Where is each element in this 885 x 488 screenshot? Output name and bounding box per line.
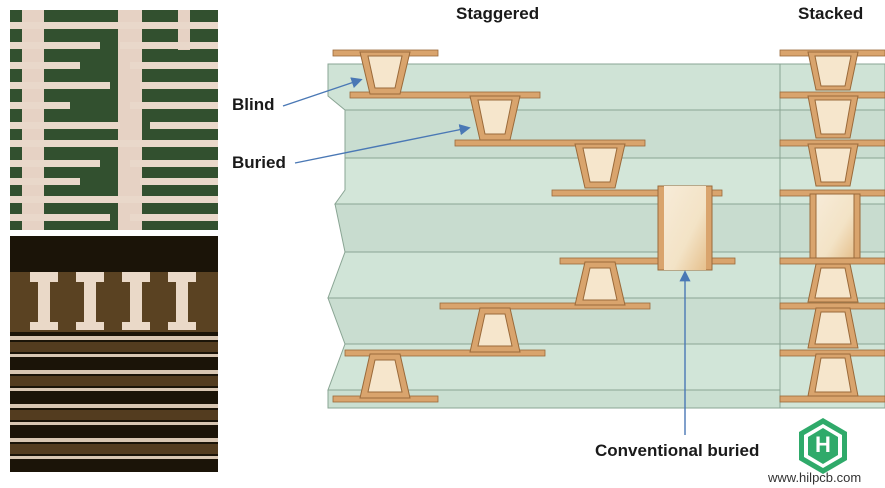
staggered-microvias: [359, 51, 626, 399]
conventional-buried-label: Conventional buried: [595, 441, 760, 460]
hilpcb-logo: [799, 418, 847, 474]
photo-bottom-art: [10, 236, 218, 472]
cross-section-photo-top: [10, 10, 218, 230]
stacked-microvias: [807, 51, 861, 397]
blind-arrow: [282, 77, 363, 107]
logo-letter: H: [815, 432, 831, 457]
website-url: www.hilpcb.com: [768, 470, 862, 485]
buried-arrow: [294, 124, 471, 164]
conventional-buried-via: [657, 185, 713, 271]
annotation-arrows: [282, 77, 691, 435]
blind-label: Blind: [232, 95, 275, 114]
cross-section-photo-bottom: [10, 236, 218, 472]
buried-label: Buried: [232, 153, 286, 172]
photo-top-art: [10, 10, 218, 230]
staggered-title: Staggered: [456, 4, 540, 23]
stacked-title: Stacked: [798, 4, 864, 23]
